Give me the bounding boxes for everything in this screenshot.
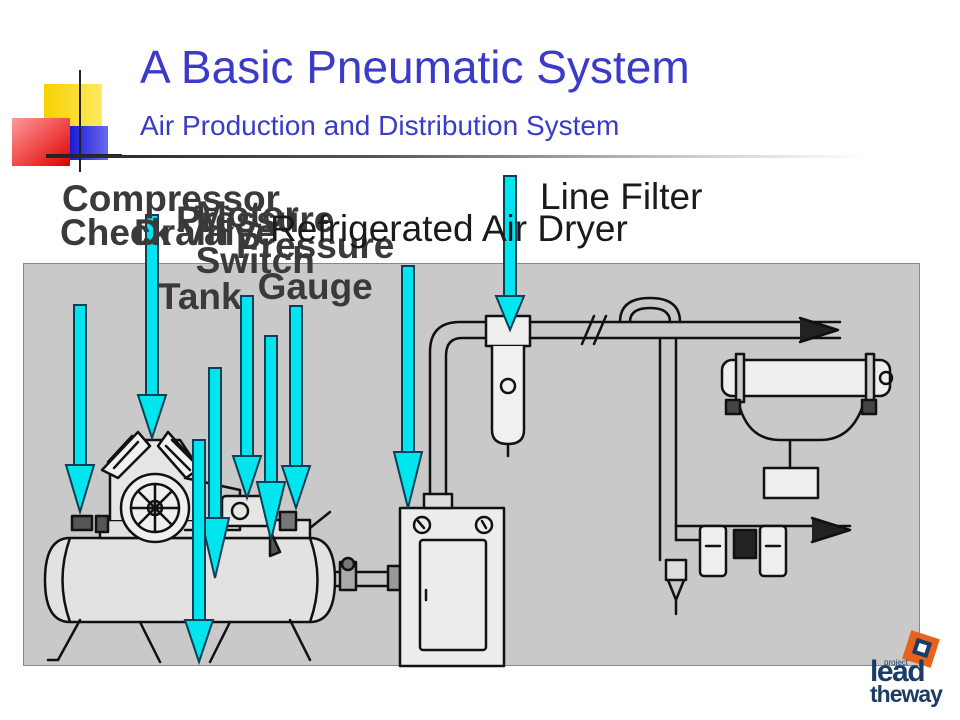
label-compressor: Compressor — [62, 178, 280, 219]
logo-theway: theway — [870, 680, 943, 707]
label-line-filter: Line Filter — [540, 176, 703, 217]
label-check-valve: Check Valve — [60, 212, 276, 253]
label-drain: Drain — [134, 212, 229, 253]
line-filter-assembly — [428, 296, 842, 496]
arrow-compressor — [136, 214, 168, 442]
frl-branch — [658, 336, 852, 616]
arrow-air-dryer — [392, 265, 424, 509]
point-of-use-assembly — [720, 352, 894, 500]
slide-title: A Basic Pneumatic System — [140, 41, 690, 93]
label-tank: Tank — [158, 276, 242, 317]
label-pressure-switch: Pressure Switch — [176, 199, 335, 281]
arrow-drain — [183, 439, 215, 666]
label-motor: Motor — [196, 194, 299, 235]
logo-wordmark: lead theway — [870, 655, 943, 707]
logo-project-text: project — [884, 658, 909, 667]
arrow-check-valve — [64, 304, 96, 516]
arrow-pressure-switch — [255, 335, 287, 541]
air-dryer-cabinet — [398, 492, 506, 668]
project-lead-the-way-logo — [902, 630, 940, 668]
label-pressure-gauge: Pressure Gauge — [236, 225, 395, 307]
receiver-tank — [43, 536, 337, 664]
arrow-motor — [231, 295, 263, 502]
title-divider — [46, 155, 866, 158]
arrow-line-filter — [494, 175, 526, 333]
slide-subtitle: Air Production and Distribution System — [140, 110, 620, 141]
outlet-pipe — [333, 556, 402, 592]
pressure-switch-text: Pressure Switch — [176, 199, 335, 281]
label-air-dryer: Refrigerated Air Dryer — [270, 208, 628, 249]
arrow-tank — [199, 367, 231, 579]
pressure-gauge-text: Pressure Gauge — [236, 225, 395, 307]
logo-lead: lead — [870, 655, 926, 688]
arrow-pressure-gauge — [280, 305, 312, 512]
callout-arrows — [64, 175, 526, 666]
